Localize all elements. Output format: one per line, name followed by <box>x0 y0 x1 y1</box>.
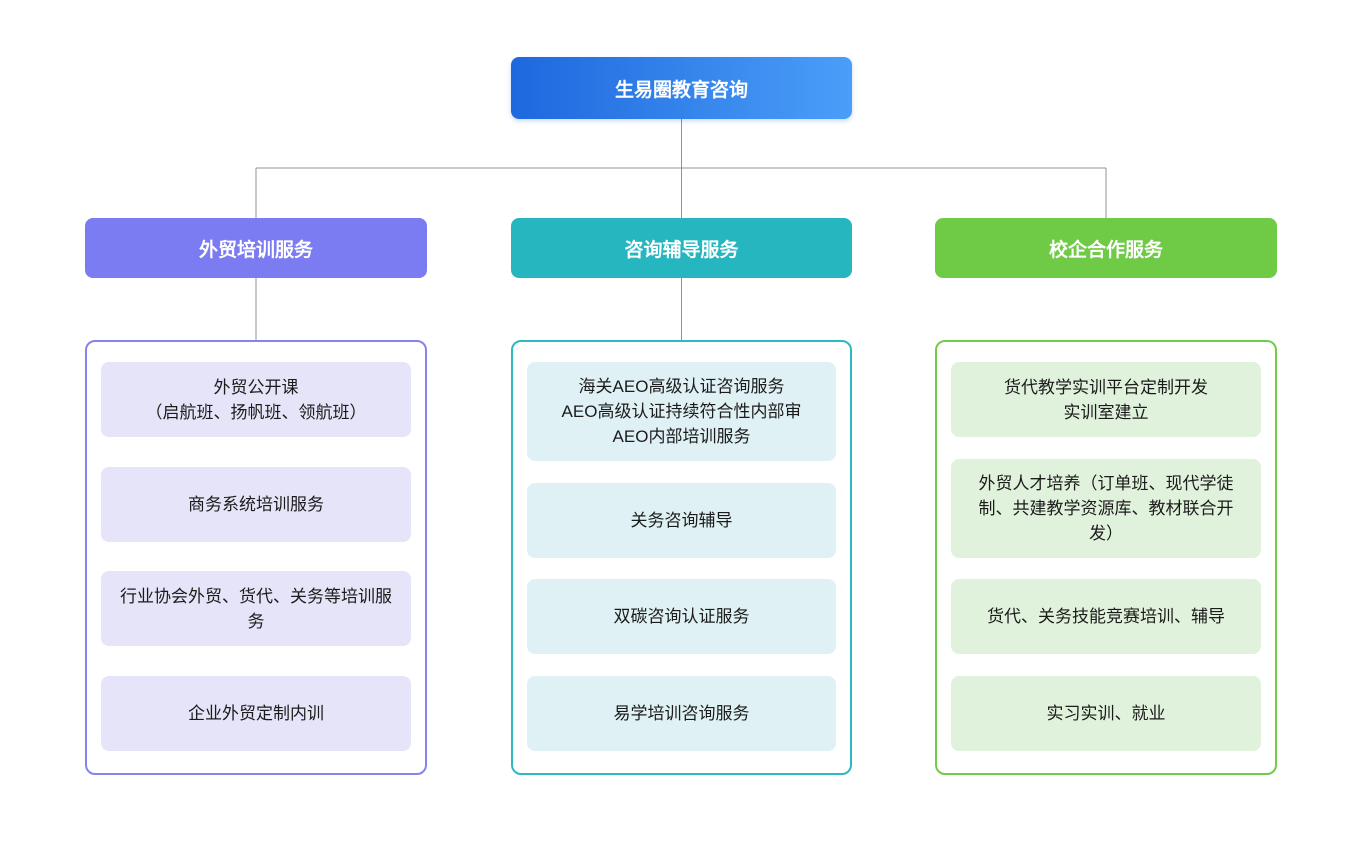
branch-header-school-enterprise-cooperation: 校企合作服务 <box>935 218 1277 278</box>
leaf-node: 货代教学实训平台定制开发 实训室建立 <box>951 362 1261 437</box>
leaf-node: 外贸公开课 （启航班、扬帆班、领航班） <box>101 362 411 437</box>
leaf-node: 双碳咨询认证服务 <box>527 579 836 655</box>
branch-header-foreign-trade-training: 外贸培训服务 <box>85 218 427 278</box>
branch-header-consulting-coaching: 咨询辅导服务 <box>511 218 852 278</box>
leaf-node: 外贸人才培养（订单班、现代学徒制、共建教学资源库、教材联合开发） <box>951 458 1261 558</box>
root-node: 生易圈教育咨询 <box>511 57 852 119</box>
branch-group-consulting-coaching: 海关AEO高级认证咨询服务 AEO高级认证持续符合性内部审 AEO内部培训服务 … <box>511 340 852 775</box>
leaf-node: 关务咨询辅导 <box>527 482 836 558</box>
leaf-node: 商务系统培训服务 <box>101 466 411 542</box>
leaf-node: 货代、关务技能竞赛培训、辅导 <box>951 579 1261 655</box>
leaf-node: 实习实训、就业 <box>951 675 1261 751</box>
leaf-node: 易学培训咨询服务 <box>527 675 836 751</box>
branch-group-school-enterprise-cooperation: 货代教学实训平台定制开发 实训室建立 外贸人才培养（订单班、现代学徒制、共建教学… <box>935 340 1277 775</box>
leaf-node: 行业协会外贸、货代、关务等培训服务 <box>101 571 411 647</box>
branch-group-foreign-trade-training: 外贸公开课 （启航班、扬帆班、领航班） 商务系统培训服务 行业协会外贸、货代、关… <box>85 340 427 775</box>
leaf-node: 企业外贸定制内训 <box>101 675 411 751</box>
leaf-node: 海关AEO高级认证咨询服务 AEO高级认证持续符合性内部审 AEO内部培训服务 <box>527 362 836 461</box>
